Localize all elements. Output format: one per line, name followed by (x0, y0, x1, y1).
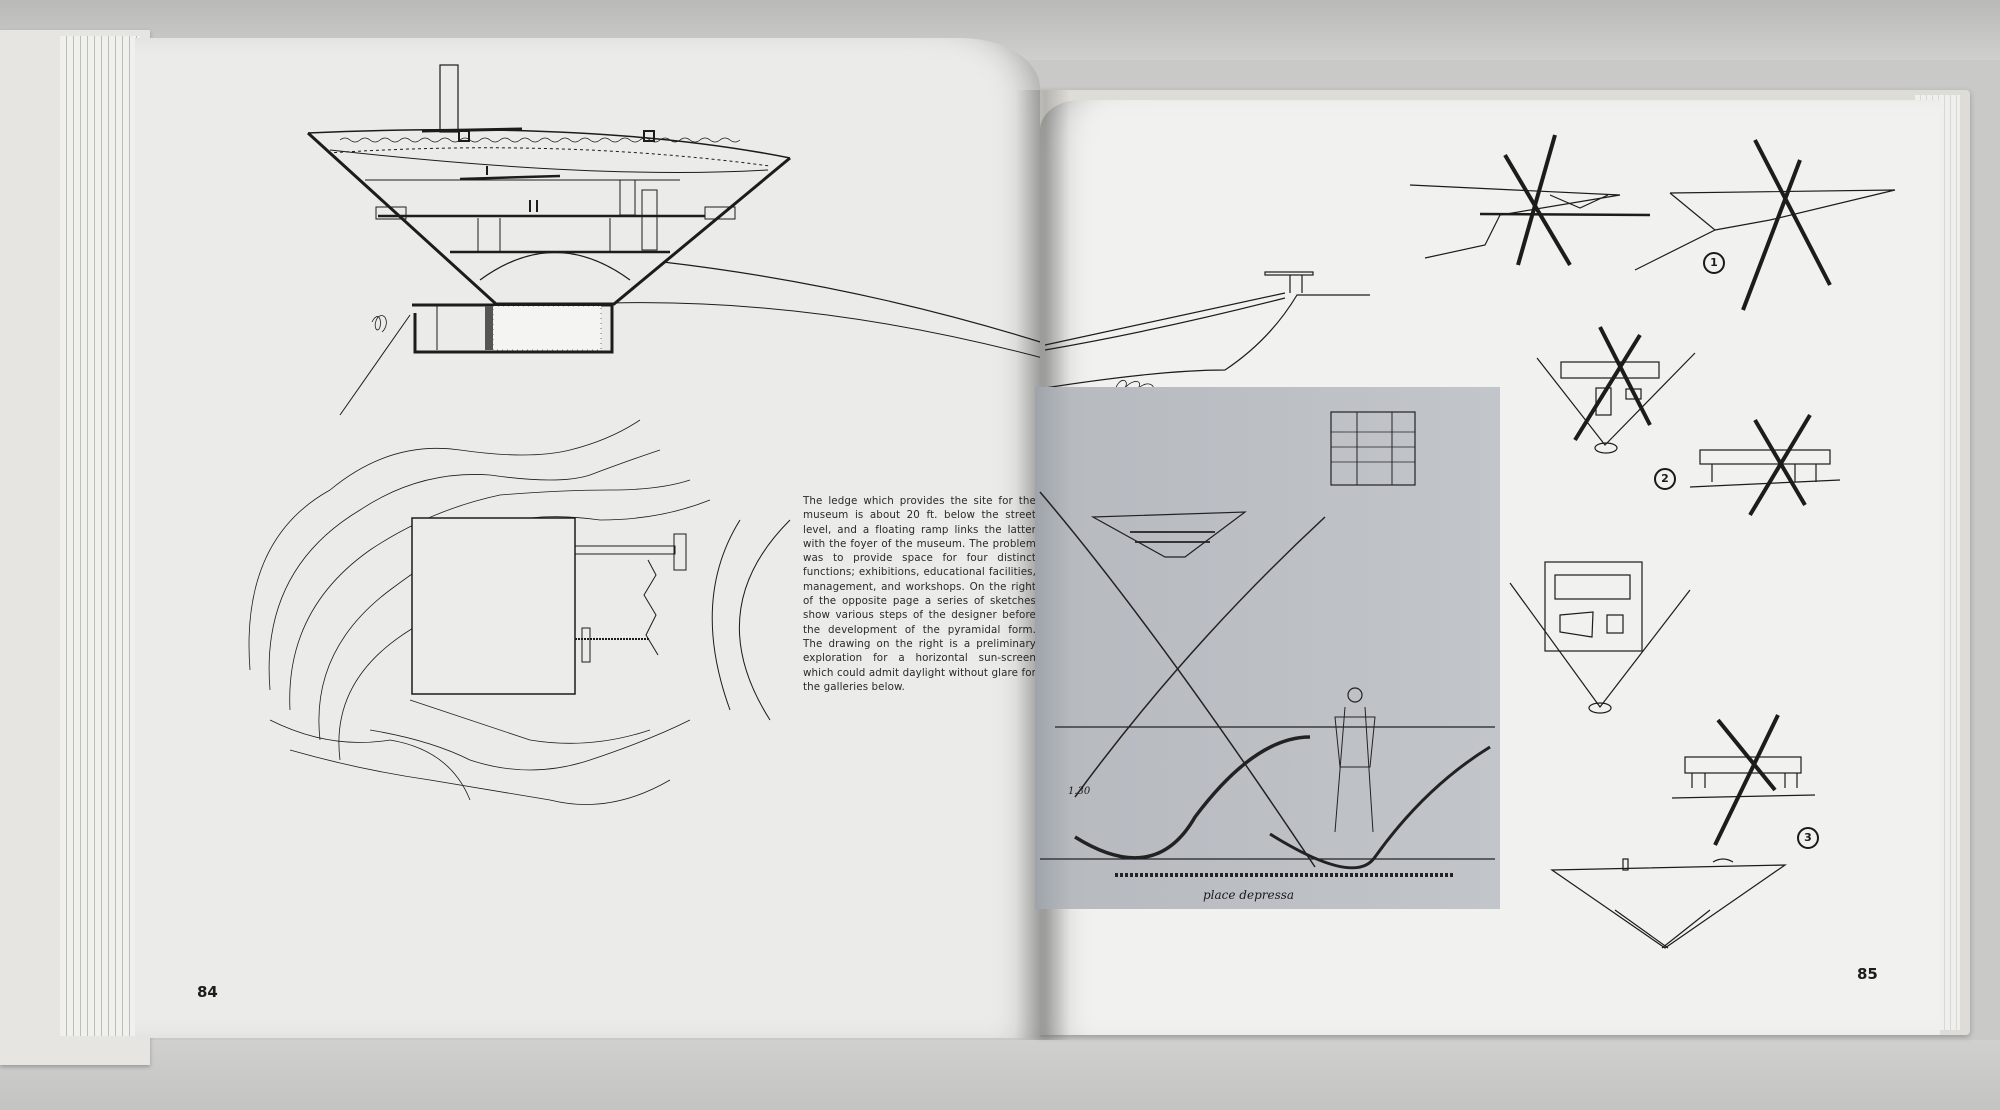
page-edges-left (60, 36, 140, 1036)
sketch-step-2-label: 2 (1654, 468, 1676, 490)
sun-screen-sketch (1039, 411, 1495, 877)
table-background-bottom (0, 1040, 2000, 1110)
left-page (135, 38, 1040, 1038)
section-basement (412, 303, 614, 354)
section-drawing (306, 64, 1051, 416)
final-pyramid-sketch (1550, 858, 1787, 949)
sketch-d (1689, 413, 1841, 517)
sun-screen-sketch-photo (1035, 387, 1500, 909)
section-hatched-roof (339, 130, 741, 143)
sketch-a (1409, 134, 1651, 267)
section-people (486, 166, 538, 212)
sketch-dimension-label: 1.30 (1068, 786, 1091, 797)
left-page-caption: The ledge which provides the site for th… (803, 495, 1036, 693)
sketch-f (1671, 714, 1816, 846)
site-plan (248, 419, 791, 805)
section-floors (365, 174, 736, 281)
sketch-b (1634, 139, 1896, 311)
sketch-step-1-label: 1 (1703, 252, 1725, 274)
page-number-left: 84 (197, 983, 218, 1001)
sketch-c (1536, 326, 1696, 454)
page-number-right: 85 (1857, 965, 1878, 983)
sketch-step-3-label: 3 (1797, 827, 1819, 849)
sketch-e (1509, 561, 1691, 714)
crossed-out-sketches (1409, 134, 1896, 949)
museum-footprint (411, 517, 576, 695)
section-ground-line (339, 261, 1051, 416)
ramp-and-road (574, 519, 791, 721)
site-section-sketch (1044, 271, 1370, 395)
section-chimney (421, 64, 523, 133)
sketch-handwritten-caption: place depressa (1203, 888, 1295, 902)
